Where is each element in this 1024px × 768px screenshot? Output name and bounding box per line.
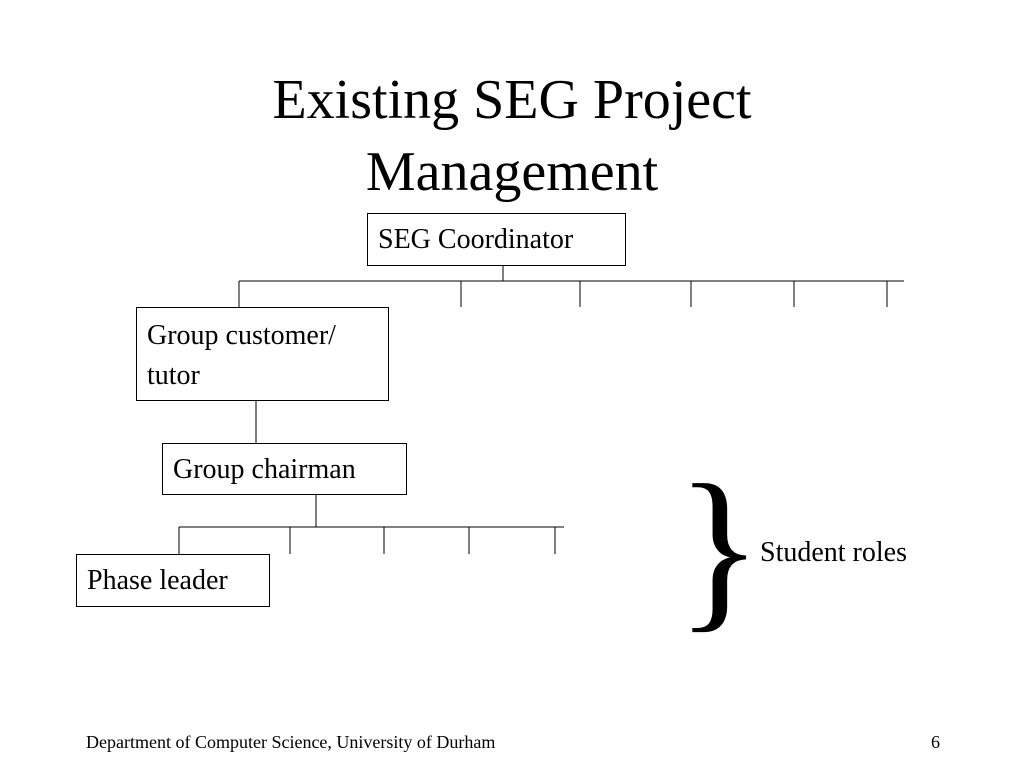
slide-title-line-1: Existing SEG Project xyxy=(272,69,752,131)
phase-leader-box: Phase leader xyxy=(76,554,270,607)
group-chairman-box: Group chairman xyxy=(162,443,407,495)
group-customer-box: Group customer/ tutor xyxy=(136,307,389,401)
seg-coordinator-box: SEG Coordinator xyxy=(367,213,626,266)
group-customer-label-line-2: tutor xyxy=(147,360,200,391)
phase-leader-label: Phase leader xyxy=(87,565,228,596)
student-roles-label: Student roles xyxy=(760,537,907,568)
group-customer-label-line-1: Group customer/ xyxy=(147,320,336,351)
footer-department: Department of Computer Science, Universi… xyxy=(86,732,496,752)
footer-page-number: 6 xyxy=(931,732,940,752)
curly-brace-icon: } xyxy=(676,448,763,647)
slide-title: Existing SEG Project Management xyxy=(0,64,1024,208)
seg-coordinator-label: SEG Coordinator xyxy=(378,224,574,255)
slide-title-line-2: Management xyxy=(365,141,659,203)
group-chairman-label: Group chairman xyxy=(173,454,356,485)
